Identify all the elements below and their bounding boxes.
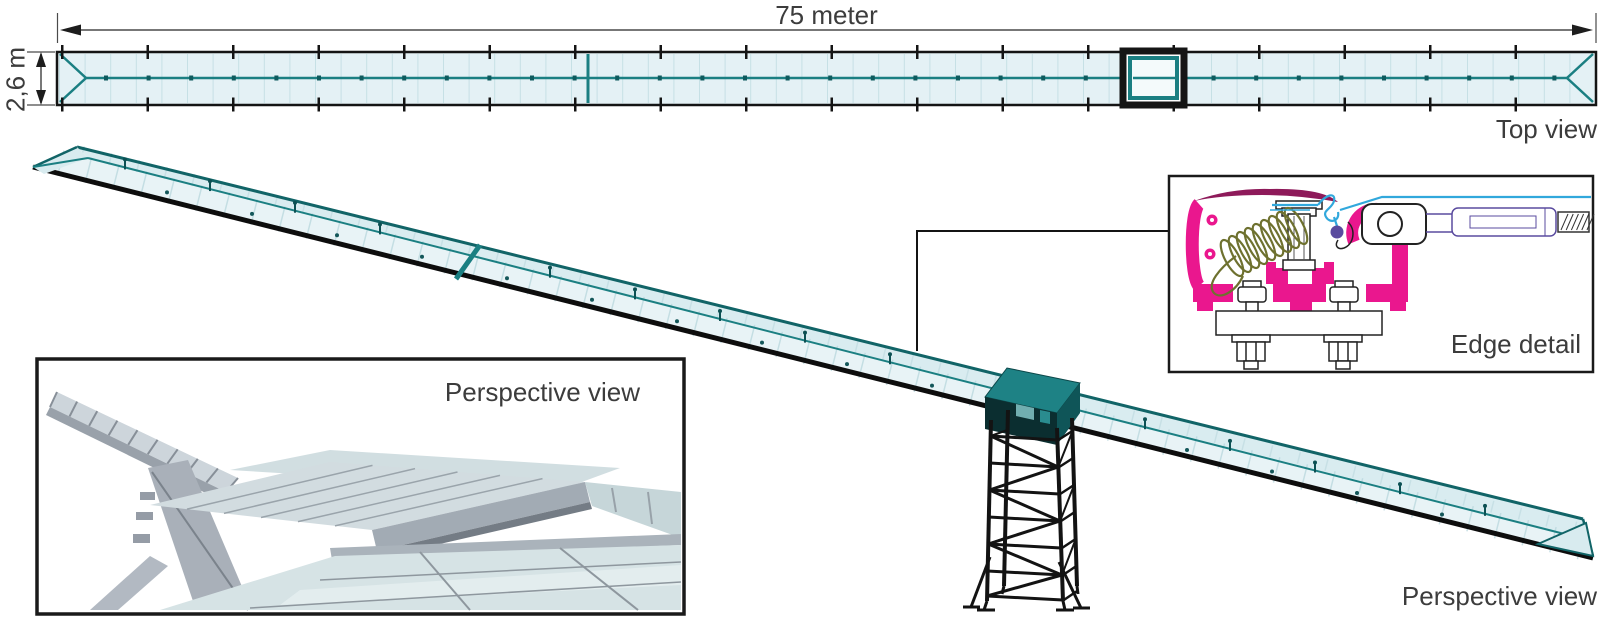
extrusion-top-cap — [1194, 188, 1338, 202]
keder-hook — [1335, 221, 1354, 250]
support-saddle — [984, 367, 1081, 445]
threaded-rod — [1557, 211, 1590, 233]
threaded-rod-hatch — [1560, 213, 1595, 231]
beam-near-edge — [32, 164, 1594, 561]
turnbuckle — [1361, 203, 1595, 245]
edge-detail-inset — [1167, 174, 1595, 374]
clamp-bolts — [1215, 280, 1383, 370]
top-view-drawing — [55, 45, 1598, 112]
beam-joint — [453, 243, 483, 281]
edge-cable — [1270, 194, 1591, 227]
beam-left-cap — [33, 147, 88, 174]
render-foreground-mullions — [249, 547, 682, 611]
perspective-beam-drawing — [32, 145, 1595, 562]
beam-fitting-dots — [165, 190, 1444, 517]
perspective-photo-inset — [35, 357, 686, 616]
scaffold-tower — [963, 409, 1090, 612]
cable-clamp-dot — [1330, 225, 1344, 239]
beam-far-slope-glass — [77, 147, 1588, 540]
beam-far-edge — [76, 145, 1584, 521]
top-view-left-hip — [59, 53, 88, 103]
saddle-front-face — [985, 397, 1057, 445]
render-canopy — [46, 391, 682, 611]
spring-hook — [1210, 255, 1244, 297]
beam-ridge-posts — [123, 157, 1487, 516]
beam-ridge-line — [87, 157, 1589, 541]
render-monitor-mullions — [186, 464, 543, 527]
saddle-side-face — [1057, 383, 1080, 445]
tension-spring — [1219, 206, 1309, 278]
height-dimension-graphics — [27, 51, 55, 106]
top-view-right-hip — [1565, 53, 1594, 103]
length-dimension-graphics — [56, 13, 1597, 43]
beam-right-cap — [1534, 521, 1595, 558]
edge-detail-leader-line — [916, 230, 1169, 351]
